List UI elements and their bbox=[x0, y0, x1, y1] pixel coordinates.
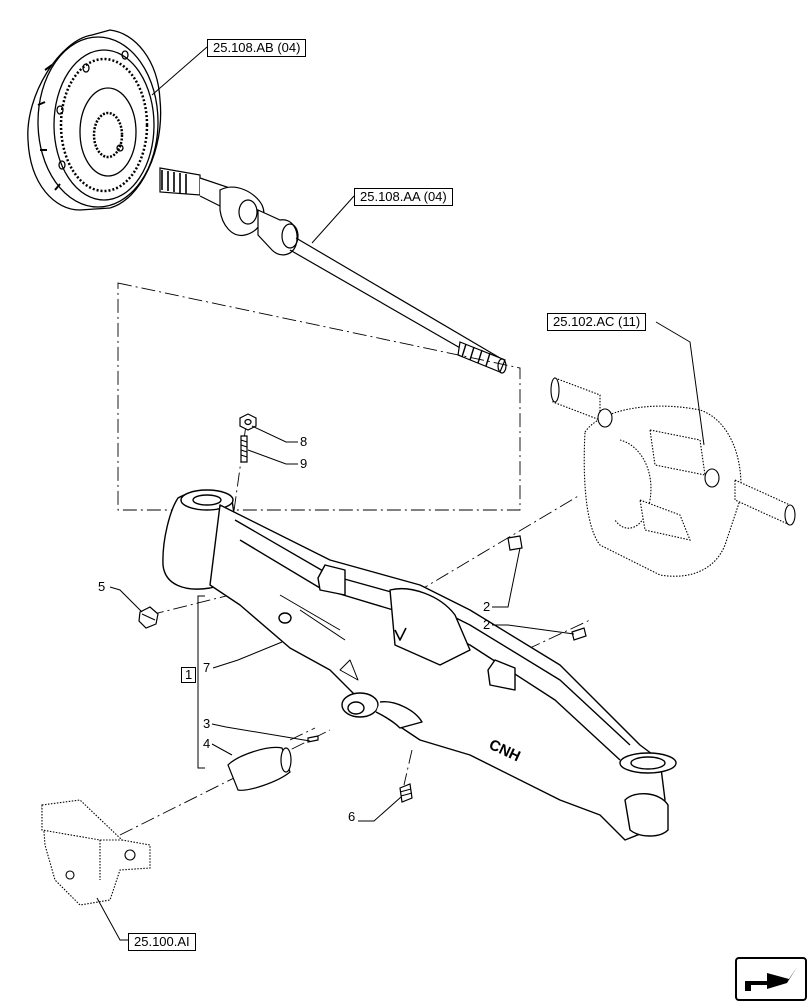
callout-8: 8 bbox=[300, 434, 308, 449]
leader-lines bbox=[96, 46, 705, 941]
callout-2b: 2 bbox=[483, 617, 491, 632]
pin-part-2a bbox=[507, 535, 523, 551]
bushing-part-4 bbox=[227, 746, 291, 791]
next-page-arrow-icon bbox=[745, 967, 797, 991]
callout-3: 3 bbox=[203, 716, 211, 731]
small-parts bbox=[138, 413, 587, 803]
callout-2a: 2 bbox=[483, 599, 491, 614]
plug-part-6 bbox=[399, 783, 413, 803]
ref-support[interactable]: 25.100.AI bbox=[128, 933, 196, 951]
callout-1: 1 bbox=[181, 667, 197, 683]
axle-housing bbox=[162, 489, 677, 841]
callout-7: 7 bbox=[203, 660, 211, 675]
support-bracket bbox=[41, 799, 151, 906]
ref-differential[interactable]: 25.102.AC (11) bbox=[547, 313, 647, 331]
next-page-button[interactable] bbox=[735, 957, 807, 1001]
callout-4: 4 bbox=[203, 736, 211, 751]
ref-planetary-hub[interactable]: 25.108.AB (04) bbox=[207, 39, 307, 57]
callout-6: 6 bbox=[348, 809, 356, 824]
drive-shaft bbox=[159, 167, 507, 374]
differential-housing bbox=[550, 377, 796, 577]
callout-5: 5 bbox=[98, 579, 106, 594]
callout-9: 9 bbox=[300, 456, 308, 471]
pin-part-2b bbox=[571, 627, 587, 641]
ref-drive-shaft[interactable]: 25.108.AA (04) bbox=[354, 188, 453, 206]
planetary-hub bbox=[27, 29, 162, 211]
